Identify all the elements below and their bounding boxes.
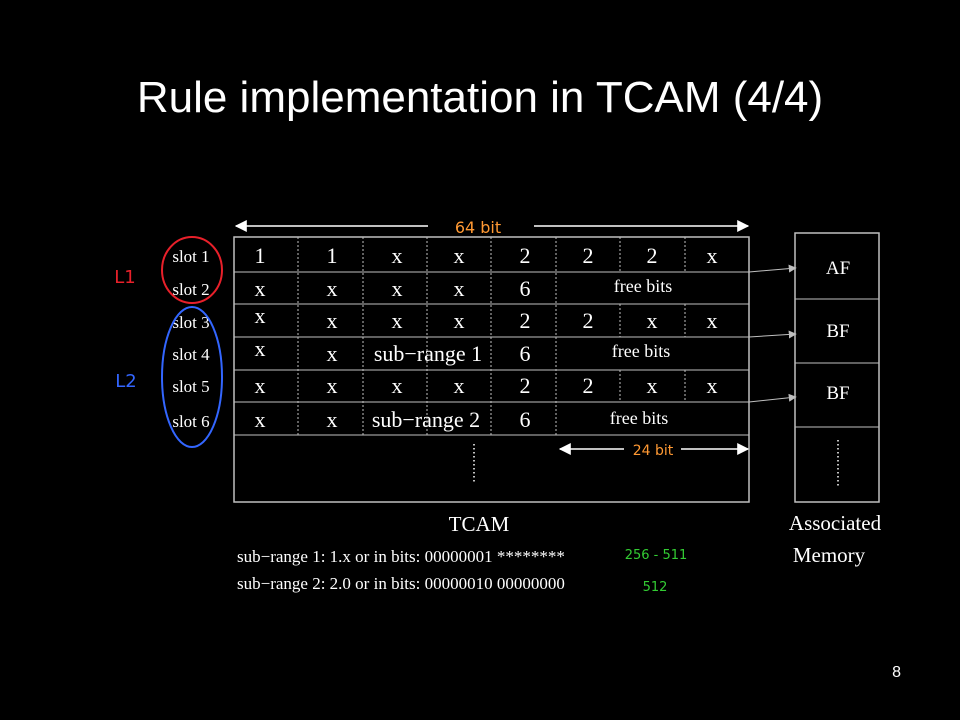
tcam-label: TCAM <box>449 512 510 536</box>
tcam-cell: 6 <box>520 407 531 432</box>
tcam-cell: 1 <box>327 243 338 268</box>
tcam-cell: x <box>255 303 266 328</box>
tcam-cell: x <box>454 308 465 333</box>
note-sub-range-1-value: 256 - 511 <box>625 548 688 563</box>
tcam-cell: x <box>707 243 718 268</box>
note-sub-range-2: sub−range 2: 2.0 or in bits: 00000010 00… <box>237 574 565 593</box>
memory-label-line1: Associated <box>789 511 882 535</box>
slot-label: slot 6 <box>172 412 209 431</box>
tcam-cell: x <box>327 341 338 366</box>
tcam-cell: 2 <box>520 243 531 268</box>
tcam-cell: x <box>327 373 338 398</box>
tcam-sub-range: sub−range 2 <box>372 407 480 432</box>
tcam-cell: 1 <box>255 243 266 268</box>
tcam-cell: x <box>454 243 465 268</box>
l1-group-circle <box>161 236 223 304</box>
slot-label: slot 5 <box>172 377 209 396</box>
l2-group-circle <box>161 306 223 448</box>
tcam-cell: x <box>647 308 658 333</box>
tcam-cell: 2 <box>583 373 594 398</box>
slide-title: Rule implementation in TCAM (4/4) <box>137 73 823 122</box>
tcam-cell: x <box>707 373 718 398</box>
note-sub-range-2-value: 512 <box>643 580 668 595</box>
tcam-cell: x <box>392 373 403 398</box>
slot-label: slot 1 <box>172 247 209 266</box>
row-to-memory-arrow <box>748 330 797 339</box>
width-64-label: 64 bit <box>455 218 501 237</box>
memory-entry: BF <box>826 383 849 404</box>
tcam-cell: 6 <box>520 276 531 301</box>
tcam-cell: x <box>392 243 403 268</box>
tcam-cell: 2 <box>520 308 531 333</box>
tcam-cell: 2 <box>520 373 531 398</box>
tcam-cell: 2 <box>583 243 594 268</box>
tcam-cell: x <box>255 276 266 301</box>
slot-label: slot 2 <box>172 280 209 299</box>
memory-entry: AF <box>826 258 850 279</box>
l1-group-label: L1 <box>114 267 135 288</box>
slot-label: slot 3 <box>172 313 209 332</box>
tcam-cell: 6 <box>520 341 531 366</box>
tcam-table <box>233 236 750 503</box>
memory-entry: BF <box>826 321 849 342</box>
tcam-sub-range: sub−range 1 <box>374 341 482 366</box>
tcam-cell: x <box>707 308 718 333</box>
slot-label: slot 4 <box>172 345 210 364</box>
tcam-free-bits: free bits <box>610 408 668 428</box>
tcam-cell: 2 <box>583 308 594 333</box>
memory-label-line2: Memory <box>793 543 866 567</box>
tcam-cell: x <box>647 373 658 398</box>
tcam-cell: x <box>454 276 465 301</box>
l2-group-label: L2 <box>115 371 136 392</box>
tcam-cell: x <box>327 308 338 333</box>
row-to-memory-arrow <box>748 264 797 273</box>
memory-outer-border <box>794 232 880 503</box>
associated-memory <box>794 232 880 503</box>
tcam-cell: x <box>327 407 338 432</box>
tcam-free-bits: free bits <box>614 276 672 296</box>
tcam-cell: 2 <box>647 243 658 268</box>
tcam-free-bits: free bits <box>612 341 670 361</box>
row-to-memory-arrow <box>748 393 797 403</box>
tcam-cell: x <box>392 308 403 333</box>
tcam-cell: x <box>454 373 465 398</box>
note-sub-range-1: sub−range 1: 1.x or in bits: 00000001 **… <box>237 547 565 566</box>
tcam-cell: x <box>255 407 266 432</box>
tcam-cell: x <box>255 336 266 361</box>
page-number: 8 <box>892 664 901 681</box>
tcam-cell: x <box>392 276 403 301</box>
width-24-label: 24 bit <box>633 443 674 459</box>
tcam-cell: x <box>255 373 266 398</box>
tcam-cell: x <box>327 276 338 301</box>
